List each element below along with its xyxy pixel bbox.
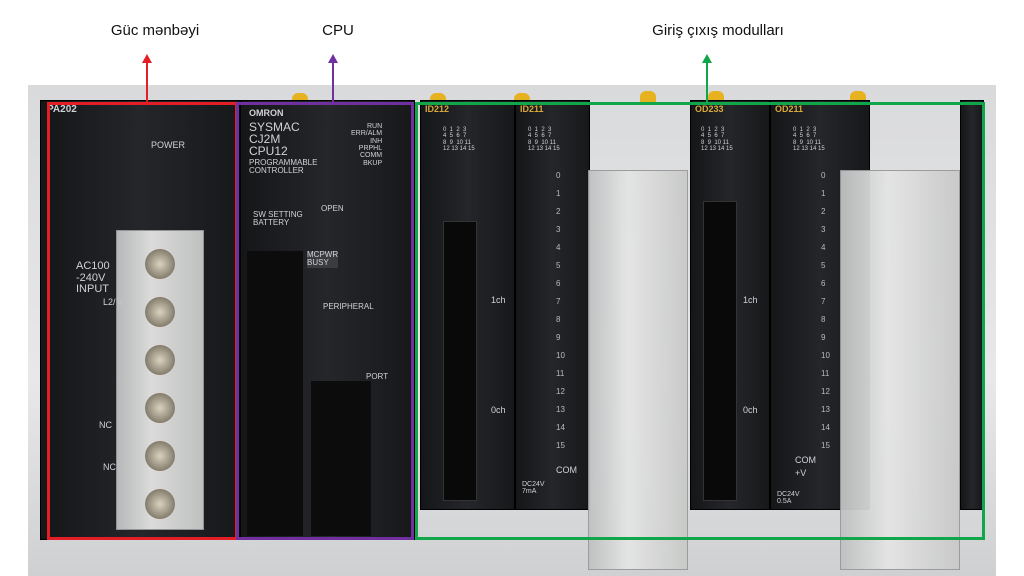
- terminal-number: 10: [821, 351, 830, 360]
- od211-terminal-cover: [840, 170, 960, 570]
- label-cpu: CPU: [322, 22, 354, 39]
- terminal-number: 15: [821, 441, 830, 450]
- open-label: OPEN: [321, 204, 344, 213]
- power-supply-box: [47, 102, 238, 540]
- terminal-number: 8: [821, 315, 826, 324]
- terminal-number: 10: [556, 351, 565, 360]
- terminal-number: 14: [556, 423, 565, 432]
- terminal-number: 2: [821, 207, 826, 216]
- label-power-supply: Güc mənbəyi: [110, 22, 200, 39]
- nc-label: NC: [99, 420, 112, 430]
- terminal-number: 0: [821, 171, 826, 180]
- terminal-number: 13: [556, 405, 565, 414]
- id211-terminal-cover: [588, 170, 688, 570]
- terminal-number: 0: [556, 171, 561, 180]
- terminal-number: 1: [556, 189, 561, 198]
- terminal-number: 5: [821, 261, 826, 270]
- plc-photo: PA202 POWER AC100 -240V INPUT L2/N NC NC…: [28, 85, 996, 576]
- terminal-number: 2: [556, 207, 561, 216]
- terminal-number: 8: [556, 315, 561, 324]
- terminal-number: 12: [556, 387, 565, 396]
- terminal-number: 1: [821, 189, 826, 198]
- terminal-number: 3: [556, 225, 561, 234]
- terminal-number: 14: [821, 423, 830, 432]
- peripheral-label: PERIPHERAL: [323, 302, 374, 311]
- terminal-number: 4: [556, 243, 561, 252]
- terminal-number: 4: [821, 243, 826, 252]
- nc-label: NC: [103, 462, 116, 472]
- ps-model: PA202: [47, 104, 77, 115]
- cpu-module: OMRON SYSMAC CJ2M CPU12 PROGRAMMABLE CON…: [240, 100, 415, 540]
- sw-setting-label: SW SETTING BATTERY: [253, 210, 303, 228]
- power-led-label: POWER: [151, 140, 186, 150]
- cpu-line3: CPU12: [249, 144, 288, 158]
- io-modules-box: [415, 102, 985, 540]
- cpu-line1: SYSMAC: [249, 120, 300, 134]
- cpu-led-labels: RUN ERR/ALM INH PRPHL COMM BKUP: [351, 123, 383, 167]
- port-label: PORT: [366, 372, 389, 381]
- mcpwr-label: MCPWR BUSY: [307, 250, 339, 268]
- label-io-modules: Giriş çıxış modulları: [652, 22, 784, 39]
- terminal-number: 11: [556, 369, 565, 378]
- terminal-number: 7: [821, 297, 826, 306]
- io-module-od233: OD233 0 1 2 3 4 5 6 7 8 9 10 11 12 13 14…: [690, 100, 770, 510]
- ps-terminal-cover: [116, 230, 204, 530]
- terminal-number: 15: [556, 441, 565, 450]
- terminal-label: L2/N: [103, 297, 123, 307]
- terminal-number: 9: [556, 333, 561, 342]
- cpu-latch: [311, 381, 371, 536]
- cpu-desc: PROGRAMMABLE CONTROLLER: [249, 158, 318, 176]
- arrow-io-modules: [702, 54, 712, 102]
- cpu-brand: OMRON: [249, 108, 284, 118]
- terminal-number: 12: [821, 387, 830, 396]
- cpu-box: [236, 102, 414, 540]
- cpu-cover: [247, 251, 303, 536]
- terminal-number: 13: [821, 405, 830, 414]
- cpu-line2: CJ2M: [249, 132, 281, 146]
- arrow-power-supply: [142, 54, 152, 102]
- terminal-number: 6: [821, 279, 826, 288]
- terminal-number: 6: [556, 279, 561, 288]
- terminal-number: 7: [556, 297, 561, 306]
- terminal-number: 3: [821, 225, 826, 234]
- terminal-number: 11: [821, 369, 830, 378]
- terminal-number: 9: [821, 333, 826, 342]
- arrow-cpu: [328, 54, 338, 102]
- io-module-id212: ID212 0 1 2 3 4 5 6 7 8 9 10 11 12 13 14…: [420, 100, 515, 510]
- input-label: AC100 -240V INPUT: [76, 260, 110, 296]
- terminal-number: 5: [556, 261, 561, 270]
